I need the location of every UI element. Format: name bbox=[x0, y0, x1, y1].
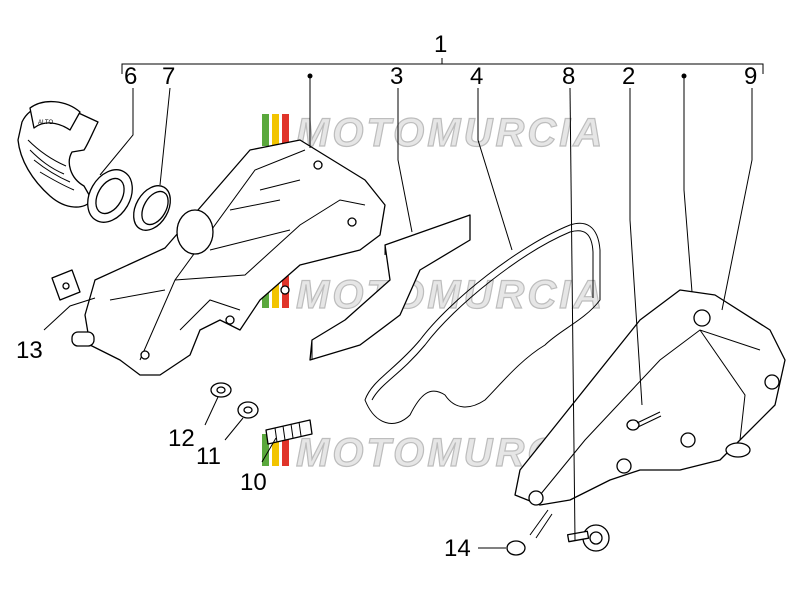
leader-10 bbox=[261, 437, 277, 463]
filter-sponge-part-3 bbox=[309, 214, 471, 361]
filter-cover-hole bbox=[528, 490, 544, 506]
knob-stem bbox=[529, 509, 553, 539]
filter-cover-part-9 bbox=[514, 289, 786, 506]
watermark-stripe-red bbox=[282, 114, 289, 146]
watermark-stripe-yellow bbox=[272, 434, 279, 466]
lock-washer-part-11 bbox=[237, 401, 259, 419]
filter-box-inlet-socket bbox=[176, 209, 214, 255]
washer-part-12 bbox=[210, 382, 232, 398]
filter-box-hole bbox=[225, 315, 235, 325]
washer-inner bbox=[216, 386, 226, 394]
callout-12: 12 bbox=[168, 425, 195, 452]
gasket-inner-line bbox=[371, 230, 594, 401]
callout-14: 14 bbox=[444, 535, 471, 562]
callout-6: 6 bbox=[124, 63, 137, 90]
leader-11 bbox=[224, 417, 244, 441]
intake-duct-part-6: ALTO bbox=[17, 101, 133, 223]
watermark-text: MOTOMURCIA bbox=[296, 111, 605, 155]
clip-nut-hole bbox=[62, 282, 70, 290]
leader-2 bbox=[629, 88, 643, 406]
callout-8: 8 bbox=[562, 63, 575, 90]
leader-7 bbox=[159, 87, 171, 186]
screw-thread bbox=[636, 411, 662, 428]
filter-box-outline bbox=[84, 139, 386, 376]
knob-shaft bbox=[566, 530, 590, 543]
callout-11: 11 bbox=[196, 443, 221, 470]
filter-sponge-edge bbox=[311, 245, 386, 360]
leader-13 bbox=[43, 297, 96, 331]
clamp-ring-inner bbox=[141, 190, 169, 226]
filter-box-hole bbox=[280, 285, 290, 295]
callout-9: 9 bbox=[744, 63, 757, 90]
callout-3: 3 bbox=[390, 63, 403, 90]
screw-part-2 bbox=[626, 411, 662, 431]
leader-8 bbox=[569, 87, 576, 541]
leader-12 bbox=[204, 396, 219, 426]
leader-4 bbox=[477, 88, 513, 251]
cap bbox=[506, 540, 526, 556]
callout-10: 10 bbox=[240, 469, 267, 496]
filter-cover-outlet bbox=[725, 442, 751, 458]
cap-part-14 bbox=[506, 540, 526, 556]
gasket-part-4 bbox=[364, 222, 601, 424]
intake-duct-outlet-inner bbox=[95, 177, 125, 215]
stud-bolt-part-10 bbox=[265, 419, 313, 445]
stud-bolt bbox=[265, 419, 313, 445]
leader-6 bbox=[99, 88, 134, 176]
filter-box-hole bbox=[140, 350, 150, 360]
callout-4: 4 bbox=[470, 63, 483, 90]
leader-lines bbox=[43, 76, 753, 549]
knob-center bbox=[589, 531, 603, 545]
callout-2: 2 bbox=[622, 63, 635, 90]
watermark-middle: MOTOMURCIA bbox=[262, 272, 605, 318]
watermark-stripe-yellow bbox=[272, 114, 279, 146]
filter-box-hole bbox=[347, 217, 357, 227]
watermark-stripe-green bbox=[262, 434, 269, 466]
intake-duct-mouth bbox=[29, 101, 81, 131]
knob-part-8 bbox=[529, 509, 610, 552]
callout-1: 1 bbox=[434, 31, 447, 58]
gasket-outer-line bbox=[364, 222, 601, 424]
filter-box-hole bbox=[313, 160, 323, 170]
assembly-bracket bbox=[121, 58, 764, 79]
clamp-ring-part-7 bbox=[133, 185, 171, 231]
intake-duct-marking: ALTO bbox=[38, 120, 53, 126]
lock-washer-inner bbox=[243, 406, 253, 414]
callout-numbers: 1 6 7 3 4 8 2 9 13 12 11 10 14 bbox=[16, 31, 757, 562]
watermark-stripe-red bbox=[282, 434, 289, 466]
screw-head bbox=[626, 419, 640, 431]
filter-cover-hole bbox=[680, 432, 696, 448]
stud-bolt-thread bbox=[274, 421, 302, 443]
watermark-stripe-green bbox=[262, 114, 269, 146]
watermark-stripe-yellow bbox=[272, 276, 279, 308]
filter-cover-hole bbox=[693, 309, 711, 327]
clip-part-13 bbox=[51, 269, 81, 301]
watermark-top: MOTOMURCIA bbox=[262, 110, 605, 156]
filter-cover-hole bbox=[616, 458, 632, 474]
watermark-text: MOTOMURCIA bbox=[296, 273, 605, 317]
leader-9 bbox=[721, 88, 753, 311]
filter-cover-hole bbox=[764, 374, 780, 390]
filter-box-drain-stub bbox=[71, 331, 95, 347]
filter-box-ribs bbox=[109, 149, 366, 361]
intake-duct-ribs bbox=[27, 139, 75, 191]
leader-3 bbox=[397, 88, 413, 233]
callout-7: 7 bbox=[162, 63, 175, 90]
assembly-bracket-line bbox=[121, 63, 764, 74]
filter-box-housing bbox=[71, 139, 386, 376]
filter-sponge bbox=[309, 214, 471, 361]
filter-cover-contours bbox=[539, 329, 761, 496]
leader-bracket-cover bbox=[683, 76, 693, 293]
callout-13: 13 bbox=[16, 337, 43, 364]
